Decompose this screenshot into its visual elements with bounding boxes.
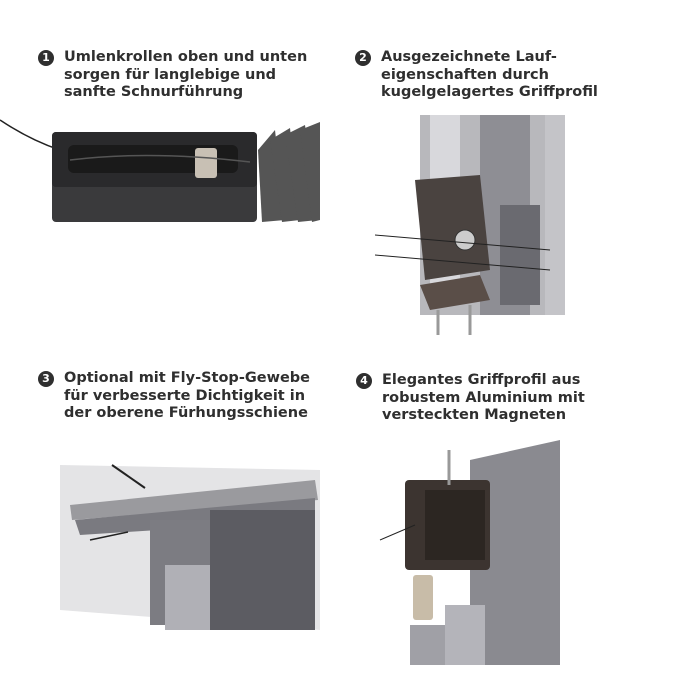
caption-line: eigenschaften durch: [381, 66, 549, 83]
caption-line: der oberene Fürhungsschiene: [64, 405, 308, 421]
handle-magnet-illustration: [379, 440, 560, 665]
number-badge: 2: [355, 50, 371, 66]
caption-line: Elegantes Griffprofil aus: [382, 372, 581, 388]
guide-rail-illustration: [60, 464, 320, 630]
bearing-handle-illustration: [374, 115, 565, 335]
number-badge: 3: [38, 371, 54, 387]
caption-line: Ausgezeichnete Lauf-: [381, 49, 557, 65]
caption-line: kugelgelagertes Griffprofil: [381, 84, 598, 100]
number-badge: 4: [356, 373, 372, 389]
caption-line: sorgen für langlebige und: [64, 66, 277, 83]
caption-line: für verbesserte Dichtigkeit in: [64, 387, 306, 404]
caption-line: robustem Aluminium mit: [382, 389, 585, 406]
caption-line: Umlenkrollen oben und unten: [64, 49, 308, 65]
caption-line: sanfte Schnurführung: [64, 84, 244, 100]
caption-line: versteckten Magneten: [382, 407, 567, 423]
number-badge: 1: [38, 50, 54, 66]
caption-line: Optional mit Fly-Stop-Gewebe: [64, 370, 311, 386]
pulley-housing-illustration: [0, 119, 320, 222]
